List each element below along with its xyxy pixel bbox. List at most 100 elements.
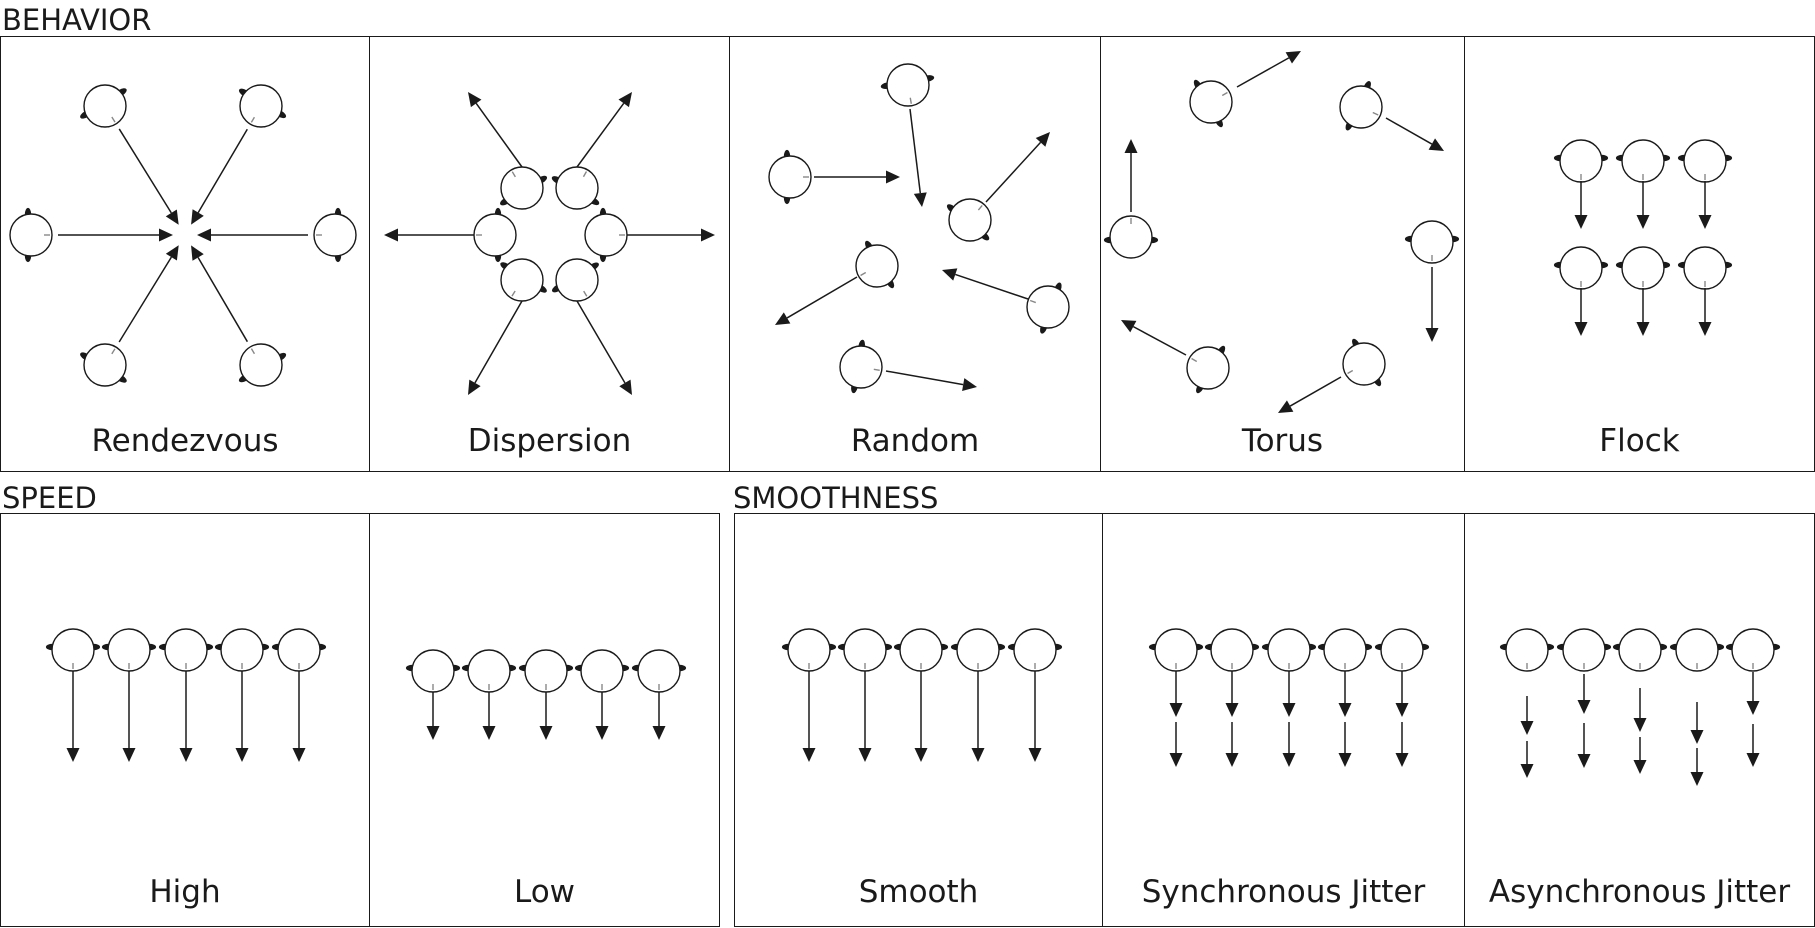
robot-circle-icon — [313, 207, 357, 263]
direction-arrow-icon — [1746, 724, 1760, 767]
robot-circle-icon — [1615, 139, 1671, 183]
robot-circle-icon — [1204, 628, 1260, 672]
direction-arrow-icon — [942, 268, 1029, 300]
direction-arrow-icon — [909, 108, 927, 207]
direction-arrow-icon — [1746, 672, 1760, 715]
robot-circle-icon — [551, 166, 600, 210]
direction-arrow-icon — [1574, 288, 1588, 336]
robot-circle-icon — [574, 649, 630, 693]
robot-circle-icon — [500, 258, 547, 302]
direction-arrow-icon — [1338, 671, 1352, 717]
robot-circle-icon — [950, 628, 1006, 672]
robot-circle-icon — [9, 207, 53, 263]
caption-high: High — [149, 874, 221, 910]
robot-circle-icon — [158, 628, 214, 672]
direction-arrow-icon — [1236, 51, 1301, 88]
direction-arrow-icon — [1574, 181, 1588, 229]
robot-circle-icon — [893, 628, 949, 672]
panel-smooth: Smooth — [735, 514, 1102, 926]
direction-arrow-icon — [1225, 671, 1239, 717]
direction-arrow-icon — [179, 671, 193, 762]
direction-arrow-icon — [1698, 181, 1712, 229]
caption-flock: Flock — [1599, 423, 1680, 459]
direction-arrow-icon — [858, 671, 872, 762]
robot-circle-icon — [1026, 282, 1070, 334]
direction-arrow-icon — [971, 671, 985, 762]
direction-arrow-icon — [197, 228, 308, 242]
direction-arrow-icon — [235, 671, 249, 762]
robot-circle-icon — [837, 628, 893, 672]
panel-low: Low — [369, 514, 719, 926]
low-speed-diagram — [405, 649, 687, 740]
robot-circle-icon — [461, 649, 517, 693]
direction-arrow-icon — [885, 370, 977, 391]
direction-arrow-icon — [595, 692, 609, 740]
direction-arrow-icon — [576, 92, 632, 168]
robot-circle-icon — [1103, 215, 1159, 259]
panel-dispersion: Dispersion — [369, 37, 729, 471]
direction-arrow-icon — [426, 692, 440, 740]
robot-circle-icon — [518, 649, 574, 693]
direction-arrow-icon — [576, 300, 632, 395]
robot-circle-icon — [839, 339, 883, 394]
direction-arrow-icon — [1225, 722, 1239, 767]
direction-arrow-icon — [122, 671, 136, 762]
direction-arrow-icon — [384, 228, 474, 242]
direction-arrow-icon — [118, 128, 179, 225]
direction-arrow-icon — [468, 92, 523, 168]
direction-arrow-icon — [1385, 117, 1444, 151]
robot-circle-icon — [1186, 345, 1230, 394]
direction-arrow-icon — [58, 228, 173, 242]
behavior-row: Rendezvous Dispersion Random Torus Flock — [0, 36, 1815, 472]
direction-arrow-icon — [118, 245, 179, 343]
speed-row: High Low — [0, 513, 720, 927]
direction-arrow-icon — [814, 170, 900, 184]
panel-high: High — [1, 514, 369, 926]
direction-arrow-icon — [191, 245, 249, 343]
panel-random: Random — [729, 37, 1100, 471]
direction-arrow-icon — [1690, 748, 1704, 786]
direction-arrow-icon — [1121, 320, 1187, 356]
smoothness-row: Smooth Synchronous Jitter Asynchronous J… — [734, 513, 1815, 927]
robot-circle-icon — [214, 628, 270, 672]
robot-circle-icon — [45, 628, 101, 672]
robot-circle-icon — [1339, 81, 1383, 131]
direction-arrow-icon — [1698, 288, 1712, 336]
direction-arrow-icon — [1282, 671, 1296, 717]
direction-arrow-icon — [1425, 267, 1439, 342]
caption-torus: Torus — [1241, 423, 1324, 459]
direction-arrow-icon — [1028, 671, 1042, 762]
direction-arrow-icon — [914, 671, 928, 762]
robot-circle-icon — [781, 628, 837, 672]
random-diagram — [768, 63, 1070, 394]
robot-circle-icon — [80, 84, 127, 128]
robot-circle-icon — [1404, 220, 1460, 264]
panel-async-jitter: Asynchronous Jitter — [1464, 514, 1814, 926]
robot-circle-icon — [500, 166, 548, 210]
robot-circle-icon — [1499, 628, 1555, 672]
direction-arrow-icon — [1520, 741, 1534, 778]
robot-circle-icon — [1669, 628, 1725, 672]
direction-arrow-icon — [1690, 702, 1704, 744]
direction-arrow-icon — [1282, 722, 1296, 767]
direction-arrow-icon — [775, 276, 858, 325]
robot-circle-icon — [238, 84, 287, 128]
direction-arrow-icon — [1124, 139, 1138, 212]
panel-rendezvous: Rendezvous — [1, 37, 369, 471]
robot-circle-icon — [1317, 628, 1373, 672]
robot-circle-icon — [405, 649, 461, 693]
robot-circle-icon — [880, 63, 935, 107]
robot-circle-icon — [584, 207, 628, 263]
direction-arrow-icon — [292, 671, 306, 762]
robot-circle-icon — [1189, 79, 1233, 128]
direction-arrow-icon — [652, 692, 666, 740]
robot-circle-icon — [1007, 628, 1063, 672]
direction-arrow-icon — [1338, 722, 1352, 767]
caption-smooth: Smooth — [858, 874, 979, 910]
robot-circle-icon — [1374, 628, 1430, 672]
rendezvous-diagram — [9, 84, 357, 387]
section-label-behavior: BEHAVIOR — [2, 3, 152, 37]
flock-diagram — [1553, 139, 1733, 336]
direction-arrow-icon — [66, 671, 80, 762]
panel-torus: Torus — [1100, 37, 1464, 471]
